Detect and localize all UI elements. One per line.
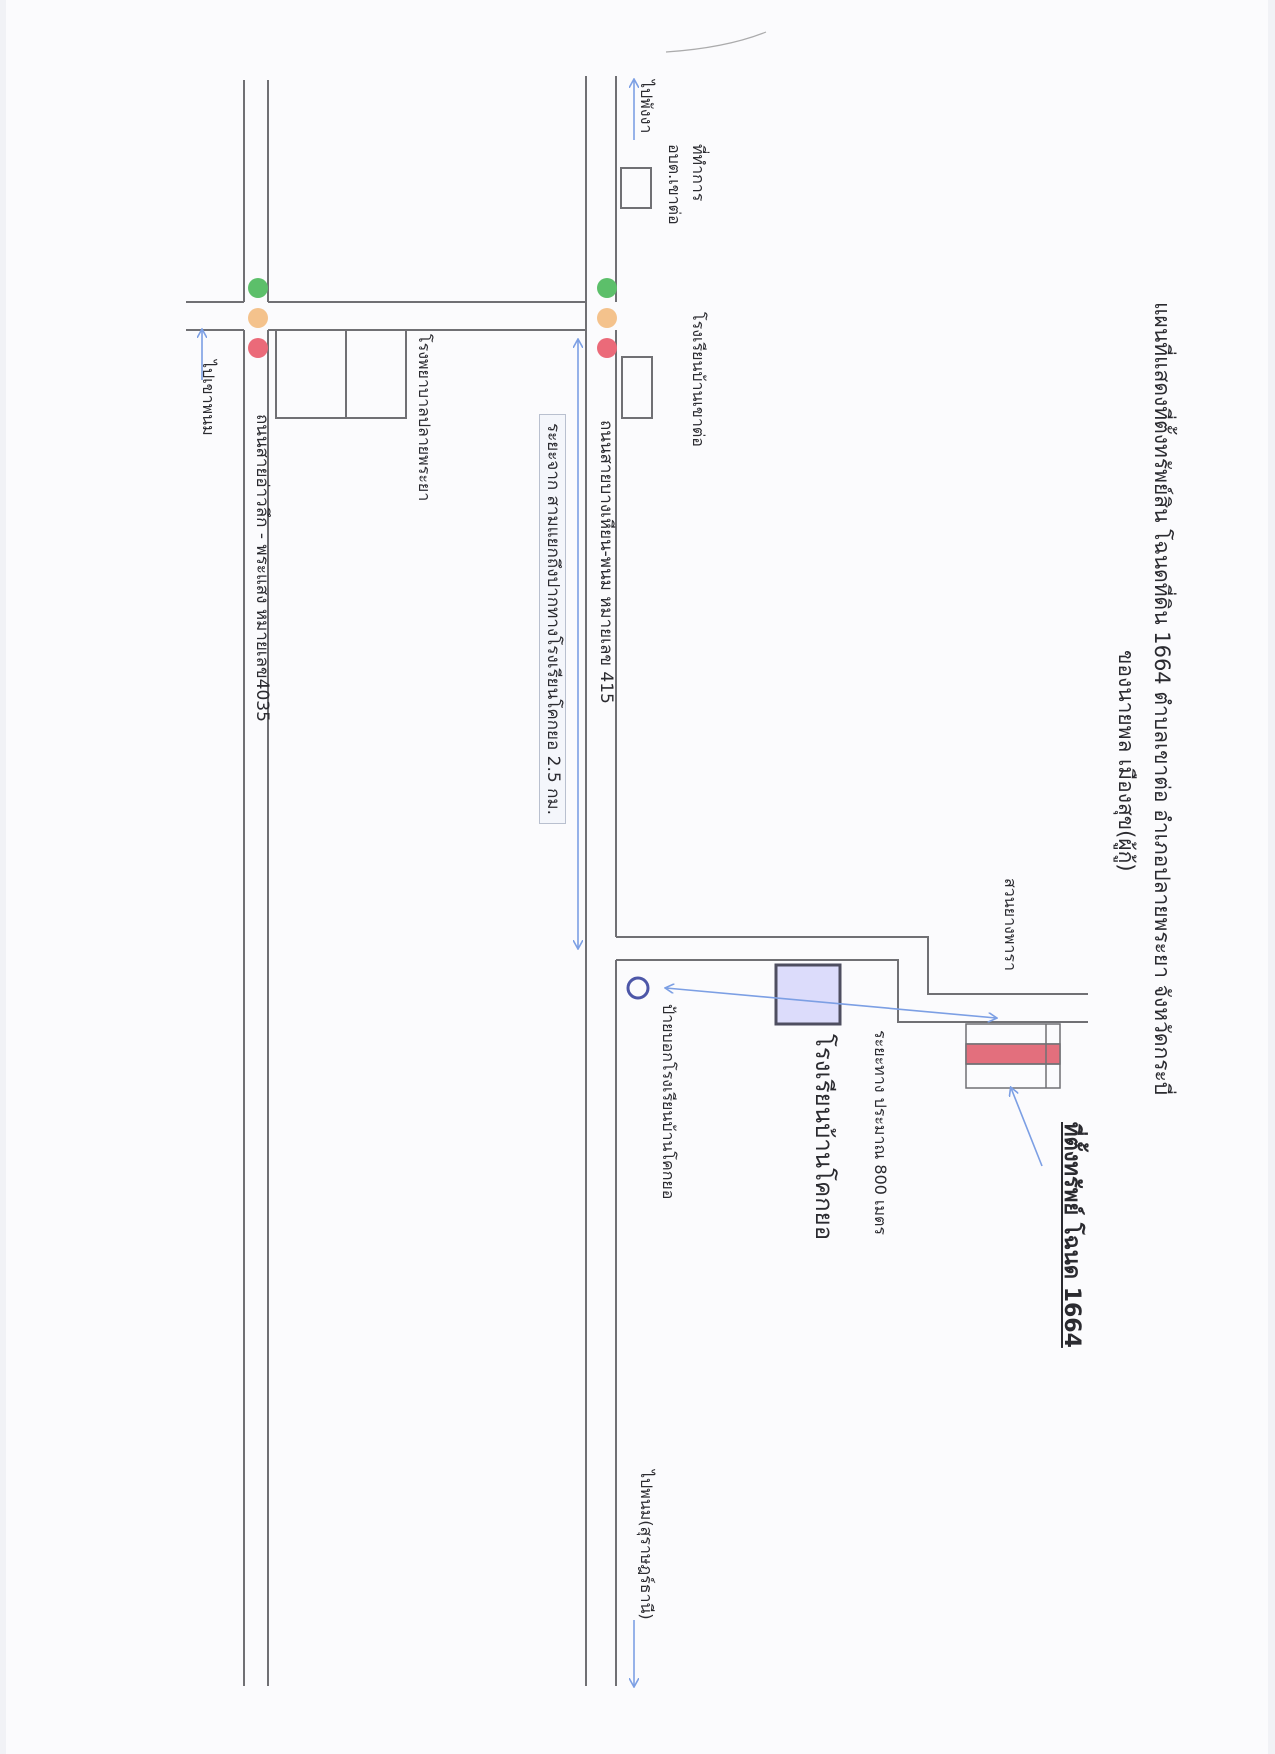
school-kokyo-building [774, 963, 842, 1026]
school-khaoto-label: โรงเรียนบ้านเขาต่อ [689, 312, 708, 447]
to-khaophanom-label: ไปเขาพนม [199, 360, 218, 436]
distance-800-label: ระยะทาง ประมาณ 800 เมตร [871, 1030, 890, 1236]
map-title-line1: แผนที่แสดงที่ตั้งทรัพย์สิน โฉนดที่ดิน 16… [1150, 302, 1174, 1096]
traffic-light-icon [248, 278, 268, 358]
traffic-light-green-icon [597, 278, 617, 298]
rubber-garden-label: สวนยางพารา [1001, 878, 1020, 971]
hospital-building [275, 329, 407, 419]
road-4035-label: ถนนสายอ่าวลึก - พระแสง หมายเลข4035 [252, 414, 272, 722]
to-phanom-label: ไปพนม(สุราษฎร์ธานี) [637, 1470, 656, 1620]
cross-road-lines [186, 301, 586, 331]
signpost-circle-icon [626, 976, 650, 1000]
road-4035-lines [243, 80, 269, 1686]
road-415-lines [585, 76, 617, 1686]
hospital-label: โรงพยาบาลปลายพระยา [415, 334, 434, 502]
sao-office-label-line2: อบต.เขาต่อ [665, 144, 684, 225]
traffic-light-icon [597, 278, 617, 358]
arrows [202, 80, 1043, 1686]
traffic-light-green-icon [248, 278, 268, 298]
to-phangnga-label: ไปพังงา [637, 80, 656, 134]
sao-office-building [620, 167, 652, 209]
traffic-light-red-icon [248, 338, 268, 358]
school-kokyo-sign-label: ป้ายบอกโรงเรียนบ้านโคกยอ [659, 1004, 678, 1200]
traffic-light-amber-icon [597, 308, 617, 328]
sao-office-label-line1: ที่ทำการ [689, 144, 708, 202]
map-title-line2: ของนายพล เมืองสุข(ผู้กู้) [1114, 650, 1138, 872]
property-label: ที่ตั้งทรัพย์ โฉนด 1664 [1059, 1122, 1084, 1348]
distance-junction-label: ระยะจาก สามแยกถึงปากทางโรงเรียนโคกยอ 2.5… [539, 414, 566, 824]
traffic-light-amber-icon [248, 308, 268, 328]
school-khaoto-building [621, 356, 653, 419]
road-map [186, 31, 1088, 1754]
school-kokyo-label: โรงเรียนบ้านโคกยอ [810, 1034, 838, 1241]
map-page: แผนที่แสดงที่ตั้งทรัพย์สิน โฉนดที่ดิน 16… [6, 0, 1268, 1754]
arrow-to-property [1011, 1088, 1043, 1167]
traffic-light-red-icon [597, 338, 617, 358]
arrow-distance-800 [666, 988, 996, 1018]
land-plots [965, 1023, 1061, 1089]
road-415-label: ถนนสายบางเหียน-พนม หมายเลข 415 [596, 420, 616, 704]
scan-mark [665, 31, 767, 53]
